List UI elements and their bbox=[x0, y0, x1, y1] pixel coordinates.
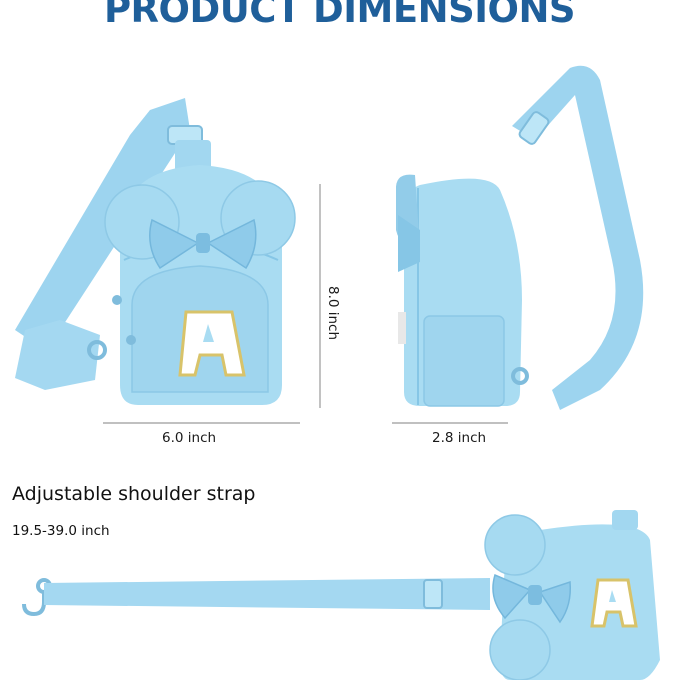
front-width-label: 6.0 inch bbox=[162, 430, 217, 446]
bottom-strap bbox=[44, 578, 490, 610]
clip-hook-icon bbox=[511, 367, 529, 385]
top-strap-tab bbox=[612, 510, 638, 530]
right-ear bbox=[489, 619, 551, 680]
side-pocket bbox=[423, 315, 505, 407]
bow-icon bbox=[149, 218, 257, 270]
side-depth-label: 2.8 inch bbox=[432, 430, 487, 446]
front-strap-lower bbox=[15, 320, 100, 390]
top-strap-tab bbox=[175, 140, 211, 172]
side-patch-edge bbox=[398, 312, 406, 344]
page-title: PRODUCT DIMENSIONS bbox=[103, 0, 576, 31]
strap-length-label: 19.5-39.0 inch bbox=[12, 523, 110, 539]
bow-icon bbox=[492, 573, 572, 624]
clip-hook-icon bbox=[22, 590, 46, 617]
d-ring bbox=[87, 340, 107, 360]
letter-patch-icon bbox=[590, 578, 638, 628]
side-bow bbox=[398, 215, 420, 272]
strap-heading: Adjustable shoulder strap bbox=[12, 483, 256, 505]
buckle-icon bbox=[518, 111, 550, 145]
left-ear bbox=[484, 514, 546, 576]
buckle-icon bbox=[423, 579, 443, 609]
zipper-pull-icon bbox=[112, 295, 122, 305]
front-strap bbox=[15, 98, 190, 340]
letter-patch-icon bbox=[178, 310, 246, 377]
front-bag-view bbox=[15, 98, 296, 405]
side-strap bbox=[512, 65, 644, 410]
side-bag-view bbox=[395, 65, 644, 410]
bottom-strap-view bbox=[22, 510, 660, 680]
zipper-pull-icon bbox=[126, 335, 136, 345]
front-height-label: 8.0 inch bbox=[325, 285, 341, 341]
